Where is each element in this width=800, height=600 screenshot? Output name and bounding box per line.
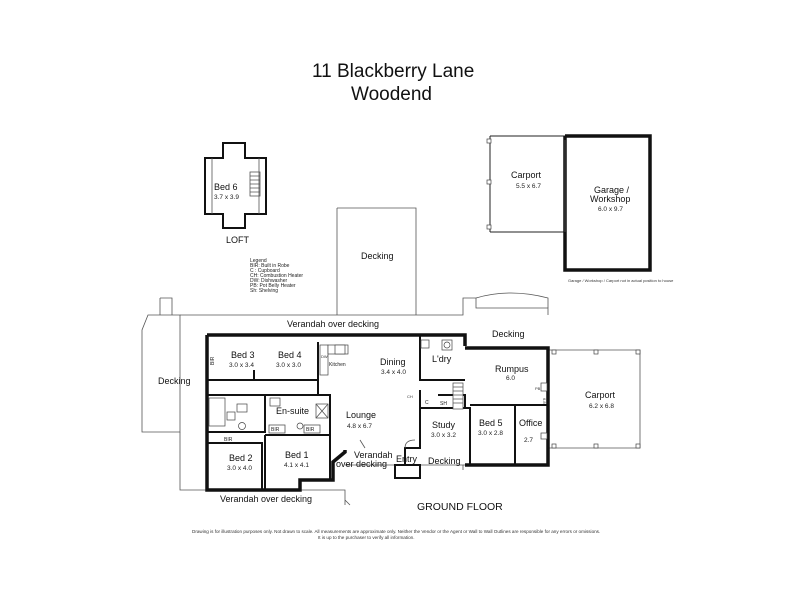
bir-label-2: BIR [271,427,280,433]
carport-right-name: Carport [585,390,616,400]
verandah-top-label: Verandah over decking [287,319,379,329]
loft-plan: Bed 6 3.7 x 3.9 LOFT [204,142,267,245]
office-name: Office [519,418,542,428]
decking-top-label: Decking [361,251,394,261]
bed5-dims: 3.0 x 2.8 [478,430,503,437]
legend: Legend BIR: Built in Robe C : Cupboard C… [250,258,303,294]
legend-item: CH: Combustion Heater [250,273,303,279]
decking-left-label: Decking [158,376,191,386]
office-dims: 2.7 [524,437,533,444]
sh-label: SH [440,401,447,407]
bed4-dims: 3.0 x 3.0 [276,362,301,369]
bed4-name: Bed 4 [278,350,302,360]
bed3-name: Bed 3 [231,350,255,360]
legend-heading: Legend [250,258,267,264]
garage-name-2: Workshop [590,194,630,204]
bed5-name: Bed 5 [479,418,503,428]
outbuildings: Carport 5.5 x 6.7 Garage / Workshop 6.0 … [486,134,674,283]
ensuite-label: En-suite [276,406,309,416]
bed2-name: Bed 2 [229,453,253,463]
kitchen-label: Kitchen [329,362,346,368]
decking-right-label: Decking [492,329,525,339]
dw-label: DW [321,354,328,359]
bed1-dims: 4.1 x 4.1 [284,462,309,469]
verandah-mid-2: over decking [336,459,387,469]
verandah-mid-1: Verandah [354,450,393,460]
bir-label-4: BIR [224,437,233,443]
legend-item: C : Cupboard [250,268,280,274]
pb-label: PB [535,386,541,391]
rumpus-dims: 6.0 [506,375,515,382]
study-name: Study [432,420,456,430]
loft-room-dims: 3.7 x 3.9 [214,194,239,201]
verandah-bottom-label: Verandah over decking [220,494,312,504]
disclaimer-line2: It is up to the purchaser to verify all … [318,535,415,540]
bir-label-1: BIR [210,356,216,365]
bir-box [268,424,286,434]
carport-top-name: Carport [511,170,542,180]
ldry-label: L'dry [432,354,452,364]
garage-dims: 6.0 x 9.7 [598,206,623,213]
ground-floor-label: GROUND FLOOR [417,501,503,513]
outbuilding-note: Garage / Workshop / Carport not in actua… [568,278,674,283]
lounge-dims: 4.8 x 6.7 [347,423,372,430]
room-labels: Verandah over decking Decking Bed 3 3.0 … [158,319,616,504]
disclaimer-line1: Drawing is for illustration purposes onl… [192,529,600,534]
carport-top-dims: 5.5 x 6.7 [516,183,541,190]
house-walls [205,333,550,492]
entry-label: Entry [396,454,418,464]
lounge-name: Lounge [346,410,376,420]
legend-item: DW: Dishwasher [250,278,287,284]
dining-name: Dining [380,357,406,367]
fixtures [208,339,548,449]
bir-label-3: BIR [306,427,315,433]
garage-name-1: Garage / [594,185,630,195]
legend-item: PB: Pot Belly Heater [250,283,296,289]
c-label: C [425,400,429,406]
ch-label: CH [407,394,413,399]
bir-box [303,424,321,434]
title-suburb: Woodend [351,84,432,105]
decking-bottom-label: Decking [428,456,461,466]
study-dims: 3.0 x 3.2 [431,432,456,439]
carport-right-dims: 6.2 x 6.8 [589,403,614,410]
dining-dims: 3.4 x 4.0 [381,369,406,376]
loft-room-name: Bed 6 [214,182,238,192]
office-dim2: 6.8 [542,398,547,404]
rumpus-name: Rumpus [495,364,529,374]
decking-top: Decking [336,207,417,315]
legend-item: BIR: Built in Robe [250,263,290,269]
bed1-name: Bed 1 [285,450,309,460]
bed3-dims: 3.0 x 3.4 [229,362,254,369]
legend-item: Sh: Shelving [250,288,278,294]
title-address: 11 Blackberry Lane [312,61,474,82]
bed2-dims: 3.0 x 4.0 [227,465,252,472]
loft-label: LOFT [226,235,250,245]
